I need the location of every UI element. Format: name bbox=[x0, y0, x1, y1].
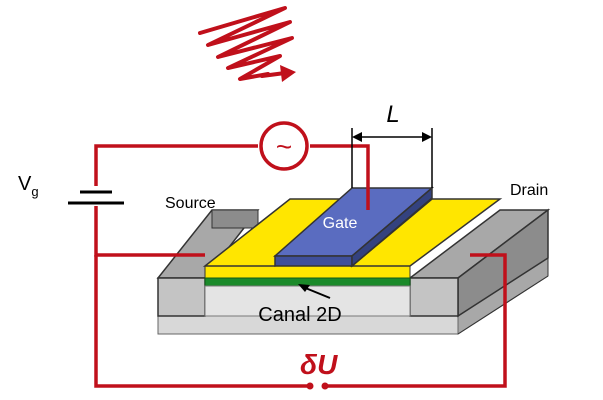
vg-battery-icon bbox=[68, 190, 124, 205]
source-block bbox=[156, 209, 260, 317]
vg-label-subscript: g bbox=[31, 184, 38, 199]
length-dimension bbox=[351, 128, 433, 188]
delta-u-label: δU bbox=[300, 349, 338, 380]
ac-source-icon: ~ bbox=[259, 121, 309, 171]
source-label: Source bbox=[165, 195, 216, 212]
length-label: L bbox=[386, 101, 399, 128]
radiation-wave-icon bbox=[198, 6, 296, 82]
circuit-wires bbox=[94, 144, 507, 388]
substrate bbox=[157, 257, 549, 335]
channel-arrow bbox=[298, 284, 331, 299]
vg-label-main: V bbox=[18, 173, 32, 195]
channel-stack bbox=[204, 265, 411, 317]
gate-label: Gate bbox=[323, 215, 358, 232]
measurement-terminals bbox=[306, 382, 329, 390]
substrate-back-edge bbox=[457, 258, 549, 335]
drain-block bbox=[407, 208, 551, 318]
delta-symbol: δ bbox=[300, 349, 318, 380]
channel-label: Canal 2D bbox=[258, 304, 341, 326]
ac-source-symbol: ~ bbox=[276, 131, 292, 162]
delta-variable: U bbox=[317, 349, 338, 380]
vg-label: Vg bbox=[18, 173, 39, 199]
drain-label: Drain bbox=[510, 182, 548, 199]
